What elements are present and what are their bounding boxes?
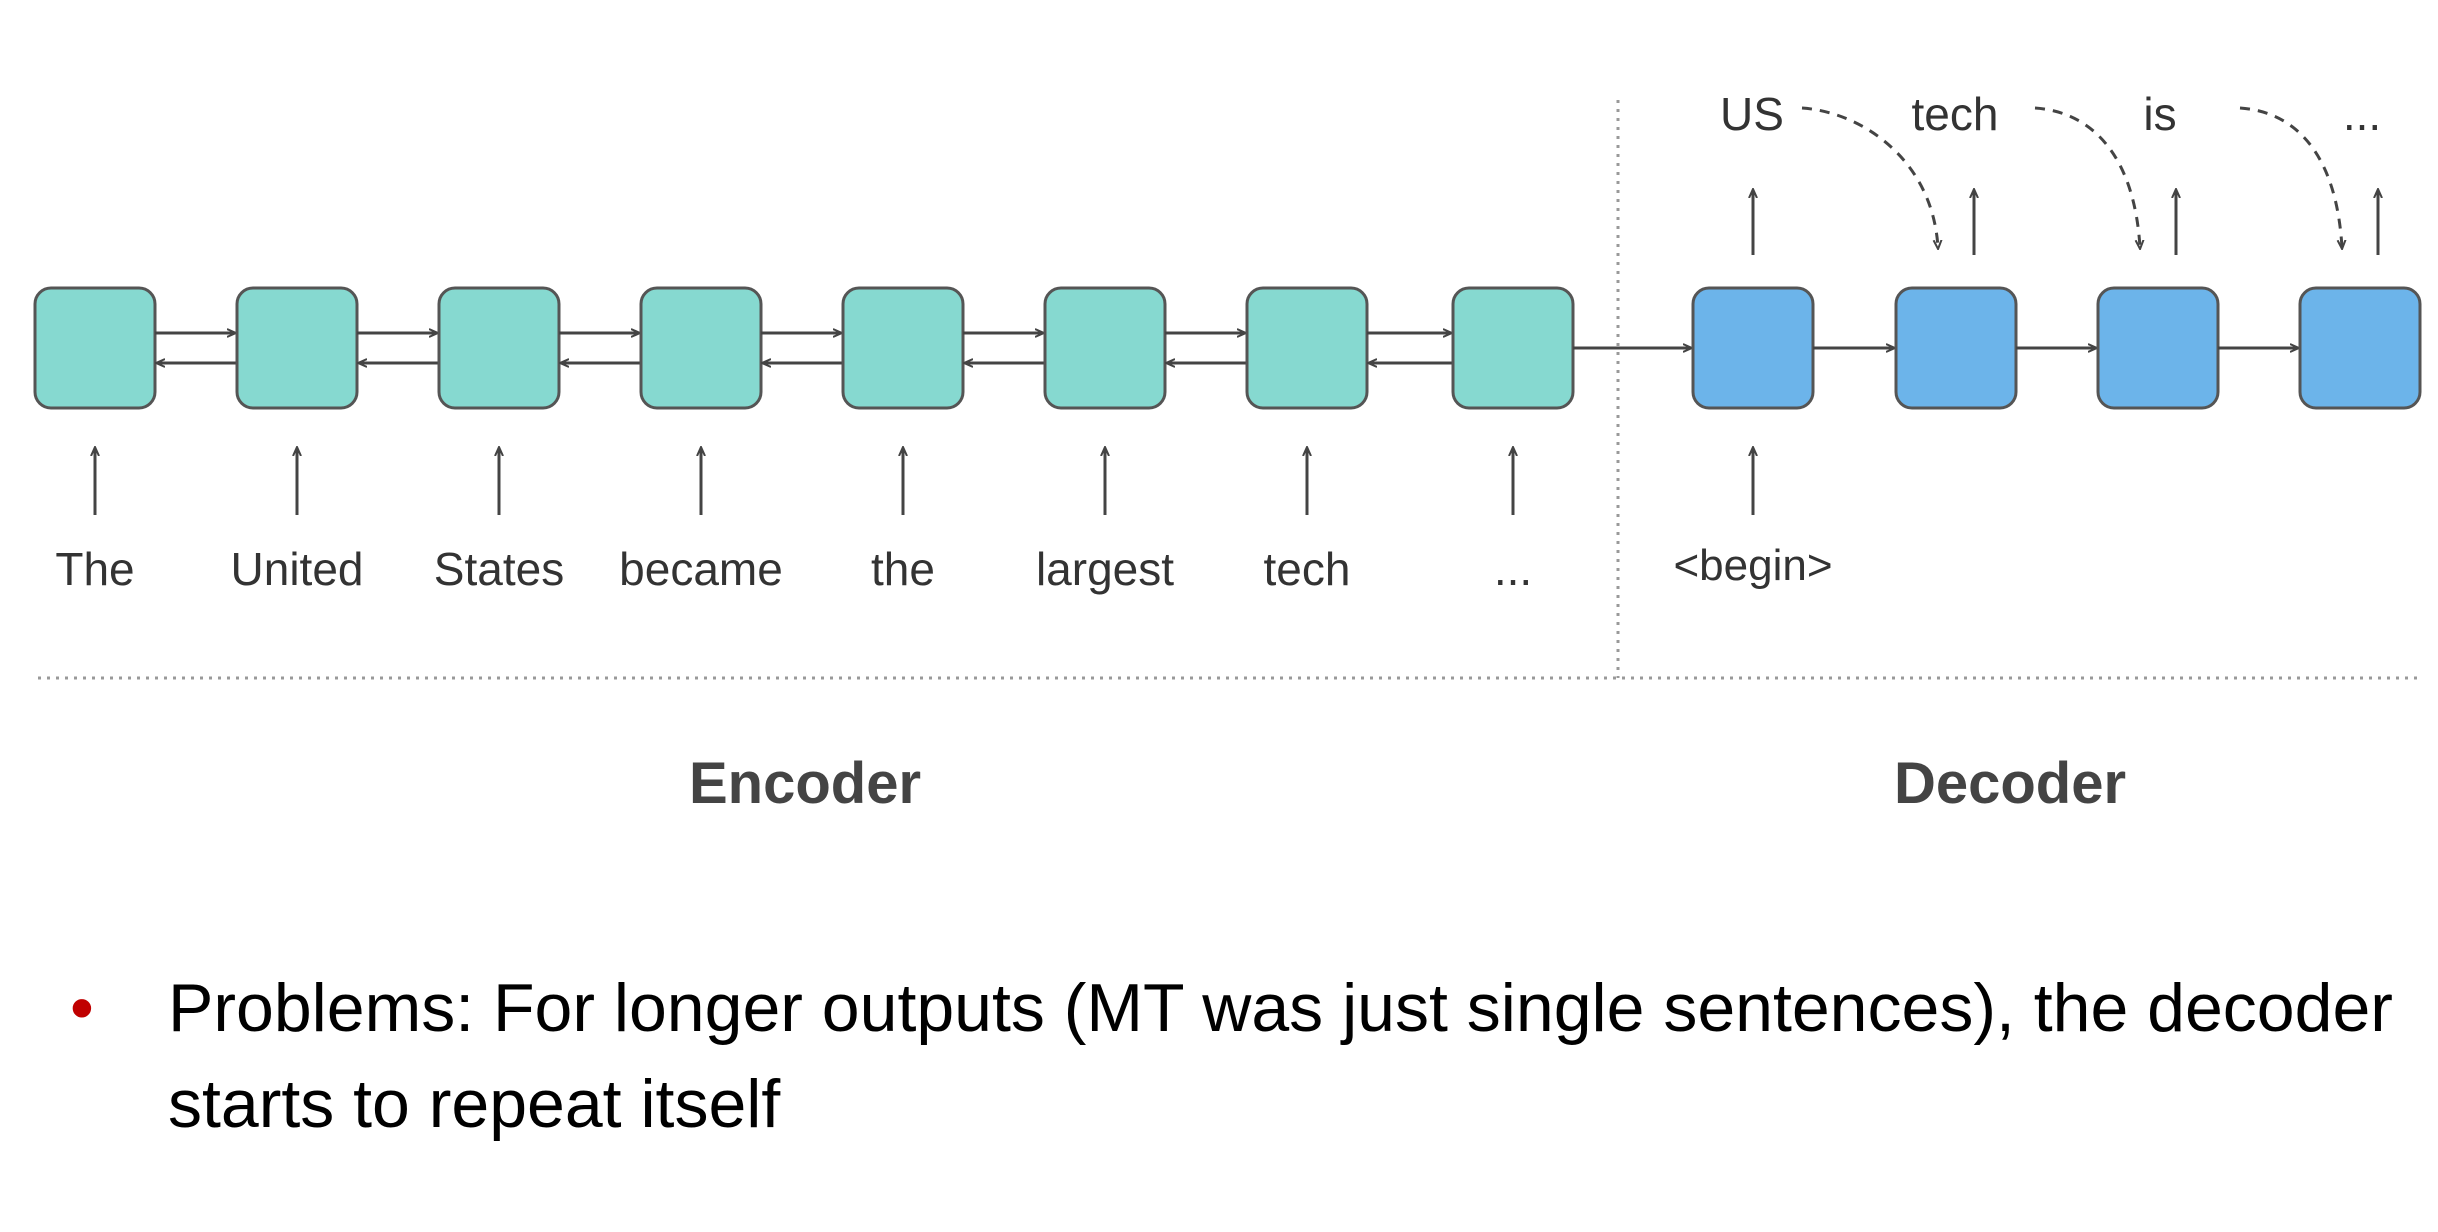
encoder-input-word: the bbox=[871, 543, 935, 595]
encoder-cell bbox=[1451, 286, 1575, 410]
feedback-arrow bbox=[2034, 106, 2140, 248]
decoder-cell bbox=[2096, 286, 2220, 410]
bullet-icon: • bbox=[70, 970, 94, 1046]
bullet-text: Problems: For longer outputs (MT was jus… bbox=[168, 970, 2393, 1142]
encoder-input-word: States bbox=[434, 543, 564, 595]
encoder-input-word: became bbox=[619, 543, 783, 595]
feedback-arrow bbox=[1801, 106, 1938, 248]
decoder-group: <begin> US tech is... bbox=[1573, 88, 2422, 590]
decoder-output-word: ... bbox=[2343, 88, 2381, 140]
encoder-cell bbox=[639, 286, 763, 410]
decoder-output-word: is bbox=[2143, 88, 2176, 140]
decoder-cell bbox=[1691, 286, 1815, 410]
decoder-output-word: US bbox=[1720, 88, 1784, 140]
encoder-cell bbox=[33, 286, 157, 410]
encoder-cell bbox=[841, 286, 965, 410]
encoder-input-word: The bbox=[55, 543, 134, 595]
decoder-cell bbox=[1894, 286, 2018, 410]
encoder-label: Encoder bbox=[689, 751, 921, 816]
decoder-label: Decoder bbox=[1894, 751, 2126, 816]
encoder-cell bbox=[437, 286, 561, 410]
decoder-cell bbox=[2298, 286, 2422, 410]
decoder-output-word: tech bbox=[1912, 88, 1999, 140]
encoder-group: The United States became the largest tech... bbox=[33, 286, 1575, 595]
decoder-input-word: <begin> bbox=[1673, 541, 1832, 590]
feedback-arrow bbox=[2239, 106, 2342, 248]
encoder-cell bbox=[235, 286, 359, 410]
encoder-input-word: largest bbox=[1036, 543, 1174, 595]
encoder-input-word: United bbox=[231, 543, 364, 595]
encoder-cell bbox=[1245, 286, 1369, 410]
encoder-input-word: ... bbox=[1494, 543, 1532, 595]
encoder-cell bbox=[1043, 286, 1167, 410]
encoder-input-word: tech bbox=[1264, 543, 1351, 595]
